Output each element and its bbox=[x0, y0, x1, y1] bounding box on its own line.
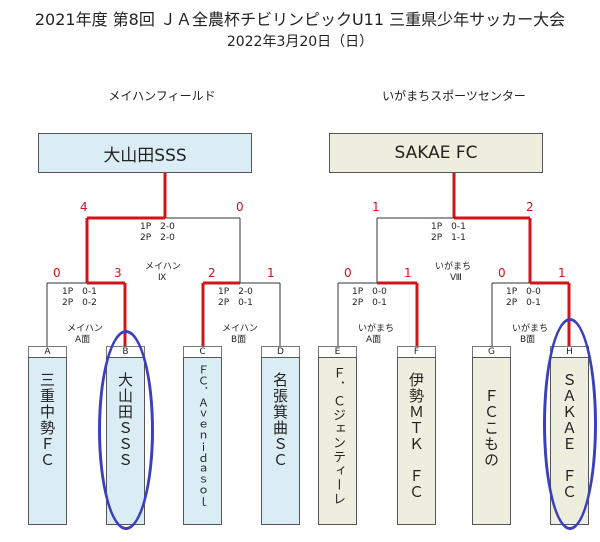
semi2-right-score: 2 bbox=[526, 200, 534, 214]
team-name-d: 名張箕曲ＳＣ bbox=[271, 372, 289, 468]
qf1-left-score: 0 bbox=[53, 266, 61, 280]
qf3-court: A面 bbox=[366, 335, 382, 345]
qf3-field: いがまち bbox=[358, 324, 395, 334]
semi2-period-1: 1P 0-1 bbox=[431, 222, 466, 232]
qf3-right-score: 1 bbox=[404, 266, 412, 280]
semi1-left-score: 4 bbox=[80, 200, 88, 214]
semi2-period-2: 2P 1-1 bbox=[431, 233, 466, 243]
team-letter-a: A bbox=[28, 346, 67, 358]
qf1-period-1: 1P 0-1 bbox=[62, 287, 97, 297]
semi2-field: いがまち bbox=[435, 262, 472, 272]
event-date: 2022年3月20日（日） bbox=[226, 34, 374, 50]
team-name-f: 伊勢ＭＴＫ ＦＣ bbox=[407, 372, 425, 500]
qf4-left-score: 0 bbox=[498, 266, 506, 280]
semi1-period-2: 2P 2-0 bbox=[140, 233, 175, 243]
qf4-field: いがまち bbox=[512, 324, 549, 334]
semi1-period-1: 1P 2-0 bbox=[140, 222, 175, 232]
qf4-court: B面 bbox=[520, 335, 536, 345]
semi1-field: メイハン bbox=[145, 262, 181, 272]
qf1-right-score: 3 bbox=[114, 266, 122, 280]
semi2-court: Ⅷ bbox=[450, 273, 462, 283]
team-box-e: Ｆ．Ｃジェンティーレ bbox=[318, 357, 357, 525]
team-box-d: 名張箕曲ＳＣ bbox=[261, 357, 300, 525]
qf2-field: メイハン bbox=[222, 324, 258, 334]
semi2-left-score: 1 bbox=[372, 200, 380, 214]
qf3-left-score: 0 bbox=[344, 266, 352, 280]
team-box-g: ＦＣこもの bbox=[472, 357, 511, 525]
qf1-court: A面 bbox=[75, 335, 91, 345]
qf4-right-score: 1 bbox=[558, 266, 566, 280]
team-box-f: 伊勢ＭＴＫ ＦＣ bbox=[397, 357, 436, 525]
qf3-period-2: 2P 0-1 bbox=[352, 298, 387, 308]
qf2-right-score: 1 bbox=[267, 266, 275, 280]
qf2-left-score: 2 bbox=[208, 266, 216, 280]
qf2-period-2: 2P 0-1 bbox=[218, 298, 253, 308]
champion-box-left: 大山田SSS bbox=[38, 133, 252, 173]
qf4-period-1: 1P 0-0 bbox=[506, 287, 541, 297]
venue-right: いがまちスポーツセンター bbox=[382, 89, 526, 103]
page-title: 2021年度 第8回 ＪＡ全農杯チビリンピックU11 三重県少年サッカー大会 bbox=[34, 10, 566, 29]
team-name-a: 三重中勢ＦＣ bbox=[38, 372, 56, 468]
highlight-circle-b bbox=[98, 330, 154, 530]
qf3-period-1: 1P 0-0 bbox=[352, 287, 387, 297]
semi1-right-score: 0 bbox=[236, 200, 244, 214]
team-name-c: ＦＣ．Ａｖｅｎｉｄａｓｏｌ bbox=[196, 364, 210, 507]
highlight-circle-h bbox=[543, 318, 597, 530]
qf1-period-2: 2P 0-2 bbox=[62, 298, 97, 308]
semi1-court: Ⅸ bbox=[158, 273, 167, 283]
qf4-period-2: 2P 0-1 bbox=[506, 298, 541, 308]
team-box-a: 三重中勢ＦＣ bbox=[28, 357, 67, 525]
qf2-period-1: 1P 2-0 bbox=[218, 287, 253, 297]
qf1-field: メイハン bbox=[67, 324, 103, 334]
champion-box-right: SAKAE FC bbox=[329, 133, 543, 173]
team-name-e: Ｆ．Ｃジェンティーレ bbox=[330, 366, 345, 506]
team-name-g: ＦＣこもの bbox=[482, 388, 500, 468]
venue-left: メイハンフィールド bbox=[108, 89, 216, 103]
qf2-court: B面 bbox=[231, 335, 247, 345]
team-box-c: ＦＣ．Ａｖｅｎｉｄａｓｏｌ bbox=[183, 357, 222, 525]
